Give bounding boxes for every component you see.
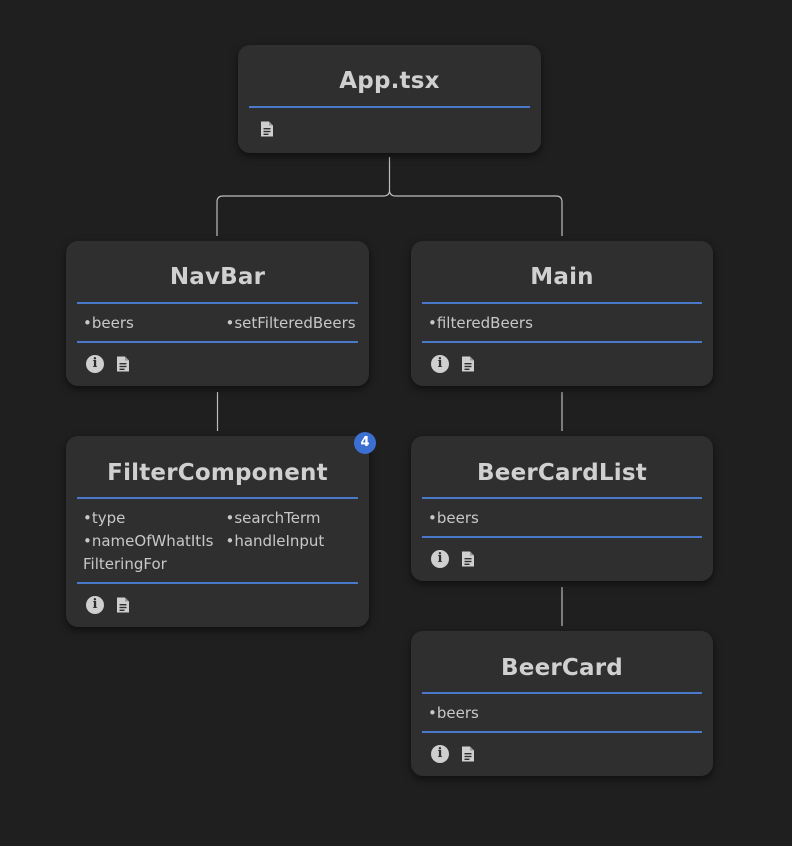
prop-item: •nameOfWhatItIs FilteringFor [83,532,214,573]
prop-item: •filteredBeers [428,314,533,332]
prop-item: •type [83,509,126,527]
node-actions: i [431,355,477,373]
prop-item: •beers [428,509,479,527]
node-title: NavBar [169,264,266,290]
node-app[interactable]: App.tsx [238,45,541,153]
info-icon[interactable]: i [431,550,449,568]
node-actions: i [431,745,477,763]
prop-list: •beers [422,507,702,530]
node-actions: i [86,596,132,614]
node-title: FilterComponent [107,460,328,486]
node-title: BeerCardList [477,460,647,486]
node-beercard[interactable]: BeerCard •beers i [411,631,713,776]
connector-app-children [216,157,563,236]
prop-list: •beers [422,702,702,725]
node-actions: i [431,550,477,568]
file-icon[interactable] [459,745,477,763]
node-title: BeerCard [501,655,623,681]
usage-count-badge[interactable]: 4 [354,432,376,454]
node-main[interactable]: Main •filteredBeers i [411,241,713,386]
prop-list: •type •nameOfWhatItIs FilteringFor •sear… [77,507,358,576]
prop-item: •setFilteredBeers [225,314,356,332]
info-icon[interactable]: i [86,596,104,614]
info-icon[interactable]: i [431,355,449,373]
prop-item: •handleInput [225,532,325,550]
props-divider [77,341,358,343]
node-filtercomponent[interactable]: FilterComponent •type •nameOfWhatItIs Fi… [66,436,369,627]
prop-list: •filteredBeers [422,312,702,335]
info-icon[interactable]: i [431,745,449,763]
props-divider [77,582,358,584]
prop-item: •beers [83,314,134,332]
node-navbar[interactable]: NavBar •beers •setFilteredBeers i [66,241,369,386]
info-icon[interactable]: i [86,355,104,373]
title-divider [249,106,530,108]
props-divider [422,341,702,343]
prop-list: •beers •setFilteredBeers [77,312,358,335]
node-title: App.tsx [339,68,440,94]
title-divider [422,497,702,499]
node-beercardlist[interactable]: BeerCardList •beers i [411,436,713,581]
file-icon[interactable] [258,120,276,138]
props-divider [422,536,702,538]
title-divider [422,302,702,304]
title-divider [77,497,358,499]
prop-item: •beers [428,704,479,722]
file-icon[interactable] [459,355,477,373]
prop-item: •searchTerm [225,509,321,527]
file-icon[interactable] [114,355,132,373]
title-divider [77,302,358,304]
file-icon[interactable] [114,596,132,614]
node-actions: i [86,355,132,373]
file-icon[interactable] [459,550,477,568]
title-divider [422,692,702,694]
props-divider [422,731,702,733]
node-actions [258,120,276,138]
node-title: Main [530,264,594,290]
